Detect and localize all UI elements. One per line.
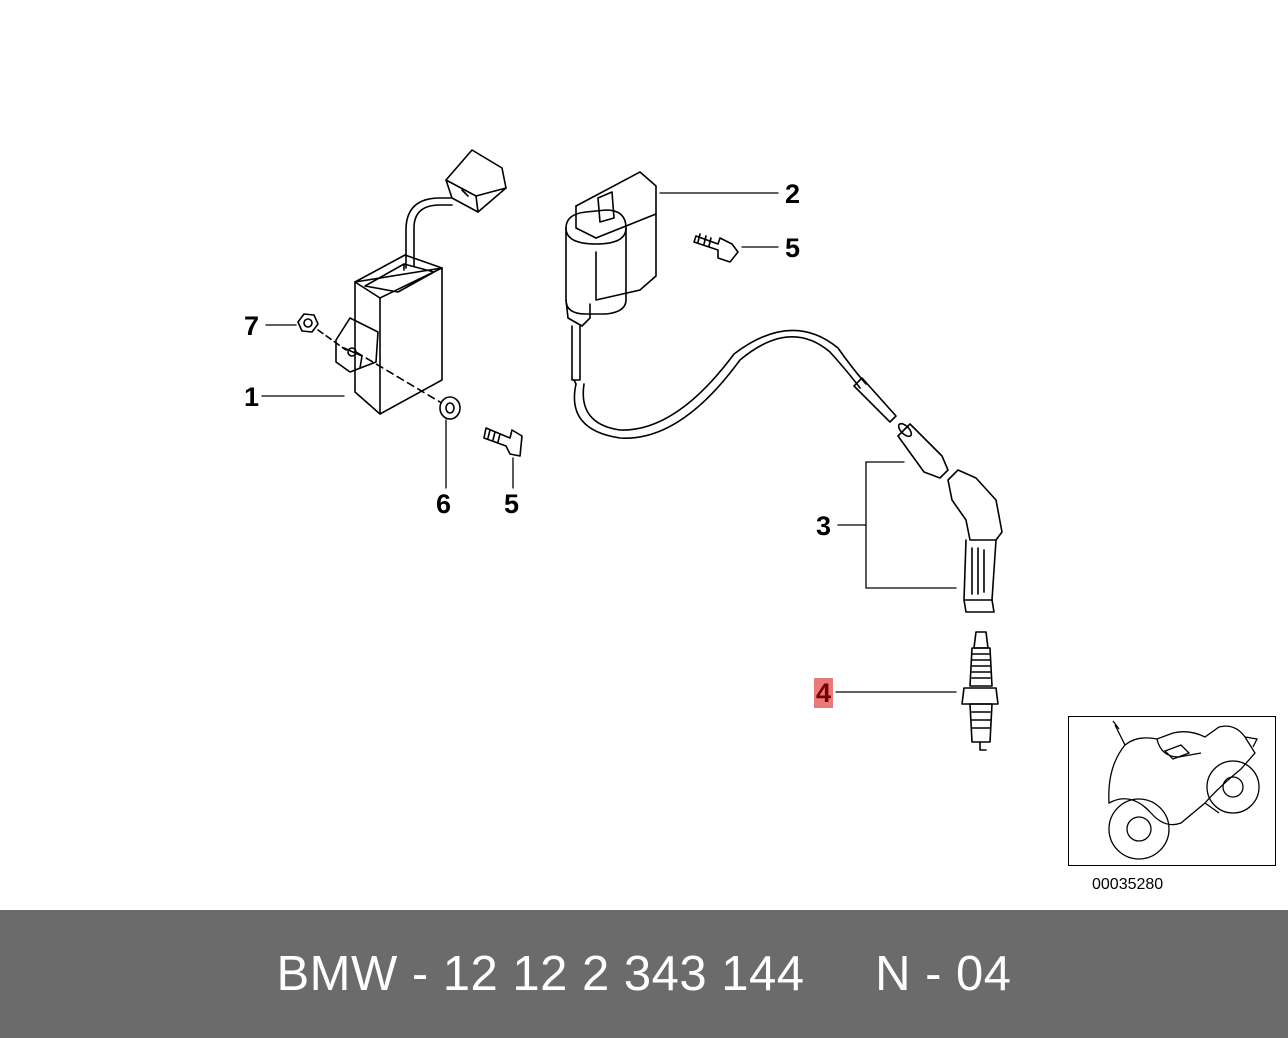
callout-5-lower: 5 (504, 489, 520, 519)
callout-2: 2 (785, 179, 801, 209)
motorcycle-icon (1108, 720, 1260, 860)
footer-text: BMW - 12 12 2 343 144 N - 04 (0, 910, 1288, 1038)
footer-part-number: 12 12 2 343 144 (442, 947, 805, 1001)
callout-3: 3 (816, 511, 832, 541)
nut-part (297, 313, 319, 333)
callout-4-highlighted: 4 (814, 678, 834, 708)
bolt-part-upper (693, 233, 739, 263)
footer-gap (805, 946, 876, 1002)
callout-6: 6 (436, 489, 452, 519)
washer-part (439, 396, 461, 420)
motorcycle-thumbnail (1068, 716, 1276, 866)
ignition-lead-part (573, 329, 1003, 613)
callout-5-upper: 5 (785, 233, 801, 263)
ignition-coil-part (565, 171, 657, 385)
parts-diagram (261, 149, 1003, 751)
callout-1: 1 (244, 382, 260, 412)
footer-code: N - 04 (875, 947, 1012, 1001)
bolt-part-lower (483, 427, 523, 457)
footer-separator: - (397, 947, 443, 1001)
spark-plug-part (961, 631, 999, 751)
footer-brand: BMW (276, 947, 398, 1001)
callout-7: 7 (244, 311, 260, 341)
control-unit-part (335, 149, 507, 415)
leader-lines (261, 192, 957, 693)
diagram-reference-number: 00035280 (1092, 876, 1164, 893)
footer-bar: BMW - 12 12 2 343 144 N - 04 (0, 910, 1288, 1038)
